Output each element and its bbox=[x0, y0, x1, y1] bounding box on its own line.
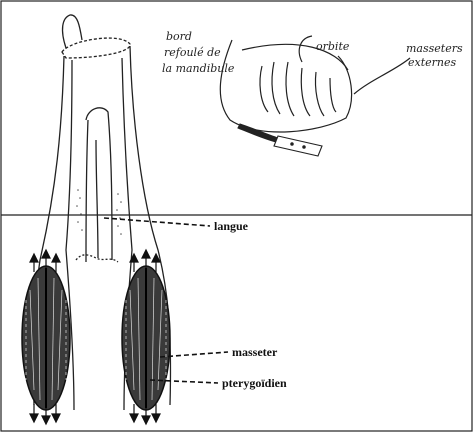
note-mandibule: la mandibule bbox=[162, 62, 235, 75]
right-muscle bbox=[122, 250, 170, 424]
note-refoule: refoulé de bbox=[164, 46, 221, 59]
masseter-ext-label-2: externes bbox=[408, 56, 456, 69]
knife-sketch bbox=[238, 124, 322, 156]
stipple-texture bbox=[76, 189, 122, 235]
label-masseter: masseter bbox=[232, 345, 278, 359]
label-langue: langue bbox=[214, 219, 249, 233]
masseter-ext-label-1: masseters bbox=[406, 42, 463, 55]
left-muscle bbox=[22, 250, 70, 424]
note-bord: bord bbox=[166, 30, 192, 43]
orbit-label: orbite bbox=[316, 40, 350, 53]
label-pterygoidien: pterygoïdien bbox=[222, 376, 287, 390]
